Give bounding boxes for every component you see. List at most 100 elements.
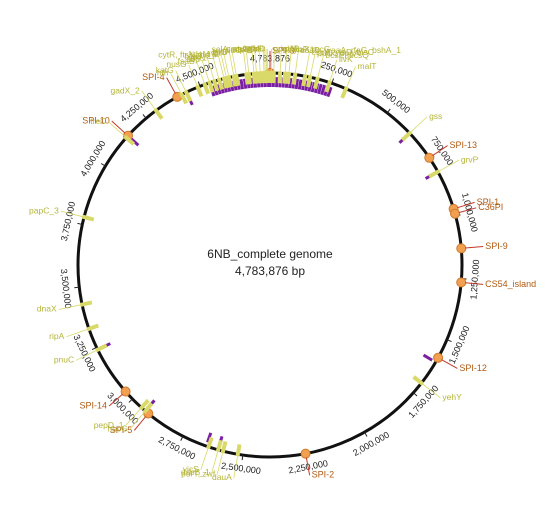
genomic-feature <box>320 84 326 96</box>
gene-marker <box>251 71 257 84</box>
gene-marker <box>258 71 263 84</box>
tick-mark <box>142 114 147 119</box>
gene-label-fsab: fsaB <box>178 56 195 66</box>
gene-leader <box>229 52 234 75</box>
tick-mark <box>77 222 83 225</box>
gene-label-coad-waaa-rfag-bsha-1: coaD, waaA, rfaG, bshA_1 <box>300 45 401 55</box>
genome-title: 6NB_complete genome <box>207 247 333 261</box>
gene-marker <box>183 89 193 103</box>
genomic-feature <box>288 77 293 89</box>
gene-leader <box>262 49 265 72</box>
gene-leader <box>231 52 237 75</box>
gene-label-purt-zwf: purT, zwf <box>181 469 216 479</box>
genomic-feature <box>317 83 323 95</box>
genomic-feature <box>326 86 333 98</box>
spi-layer: SPI-3SPI-13SPI-1C36PISPI-9CS54_islandSPI… <box>80 45 537 479</box>
gene-label-rava: ravA <box>235 44 253 54</box>
spi-label-spi-9: SPI-9 <box>485 241 508 251</box>
gene-label-xanp-recg: xanP, recG <box>289 44 330 54</box>
tick-mark <box>364 431 368 437</box>
gene-marker <box>216 77 224 91</box>
spi-label-spi-13: SPI-13 <box>450 140 478 150</box>
gene-marker <box>428 169 441 179</box>
gene-marker <box>313 76 320 90</box>
tick-mark <box>197 81 201 87</box>
gene-marker <box>244 72 250 85</box>
spi-leader <box>465 282 484 285</box>
gene-label-hlgb-2: hlgB_2 <box>184 51 211 61</box>
spi-marker <box>424 152 435 163</box>
gene-leader <box>329 59 338 81</box>
gene-leader <box>233 456 238 479</box>
spi-marker <box>433 352 444 363</box>
gene-label-rep: rep <box>232 45 245 55</box>
gene-leader <box>251 49 255 72</box>
gene-marker <box>324 79 333 93</box>
tick-mark <box>386 108 391 114</box>
tick-label: 1,250,000 <box>468 259 481 300</box>
gene-marker <box>231 74 238 87</box>
gene-label-bcse-bcsq: bcsE, bcsQ <box>325 50 369 60</box>
spi-label-spi-14: SPI-14 <box>80 400 108 410</box>
tick-mark <box>74 286 80 289</box>
spi-marker <box>456 243 467 254</box>
gene-label-yehy: yehY <box>442 392 462 402</box>
spi-label-spi-1: SPI-1 <box>477 197 500 207</box>
tick-mark <box>446 339 452 343</box>
gene-label-mtla: mtlA <box>213 47 230 57</box>
gene-leader <box>129 412 145 430</box>
gene-marker <box>138 398 150 411</box>
gene-label-pnuc: pnuC <box>54 355 74 365</box>
gene-label-rfaf: rfaF <box>248 43 263 53</box>
spi-marker <box>300 448 311 459</box>
gene-label-trec: treC <box>90 116 106 126</box>
gene-label-xylb: xylB <box>283 44 299 54</box>
gene-leader <box>317 55 324 78</box>
gene-leader <box>223 53 229 76</box>
genomic-feature <box>422 353 433 362</box>
gene-leader <box>220 54 227 77</box>
gene-leader <box>60 210 83 217</box>
tick-label: 3,500,000 <box>59 268 74 309</box>
gene-leader <box>66 329 88 338</box>
spi-leader <box>305 457 311 476</box>
gene-label-yidc: yidC <box>224 45 241 55</box>
gene-leader <box>305 52 310 75</box>
gene-marker <box>202 81 211 95</box>
gene-label-glpd: glpD <box>248 43 265 53</box>
gene-leader <box>201 59 210 81</box>
gene-leader <box>125 408 141 426</box>
gene-leader <box>141 90 156 110</box>
gene-leader <box>254 49 257 72</box>
gene-marker <box>86 323 100 332</box>
gene-label-yfkn: yfkN <box>188 53 205 63</box>
gene-label-sbp: sbp <box>186 54 200 64</box>
genome-length: 4,783,876 bp <box>235 264 305 278</box>
gene-label-fpr: fpr <box>212 48 222 58</box>
gene-leader <box>216 453 223 475</box>
gene-label-katg: katG <box>156 65 174 75</box>
gene-marker <box>277 71 283 84</box>
spi-marker <box>450 208 461 219</box>
gene-leader <box>211 451 219 474</box>
spi-leader <box>458 207 477 214</box>
spi-label-cs54-island: CS54_island <box>485 279 536 289</box>
genomic-feature <box>242 78 248 89</box>
gene-leader <box>200 448 209 470</box>
genomic-feature <box>297 79 303 90</box>
gene-leader <box>410 116 428 133</box>
gene-label-gpmm: gpmM <box>273 43 297 53</box>
gene-leader <box>310 53 316 76</box>
gene-marker <box>226 75 234 88</box>
gene-marker <box>246 71 252 85</box>
spi-label-spi-4: SPI-4 <box>142 72 165 82</box>
tick-label: 3,750,000 <box>59 201 77 242</box>
gene-leader <box>422 383 441 399</box>
gene-label-daua: dauA <box>212 472 232 482</box>
tick-label: 2,000,000 <box>351 430 391 458</box>
gene-leader <box>288 50 292 72</box>
gene-label-gadx-2: gadX_2 <box>110 85 140 95</box>
gene-marker <box>412 375 425 386</box>
